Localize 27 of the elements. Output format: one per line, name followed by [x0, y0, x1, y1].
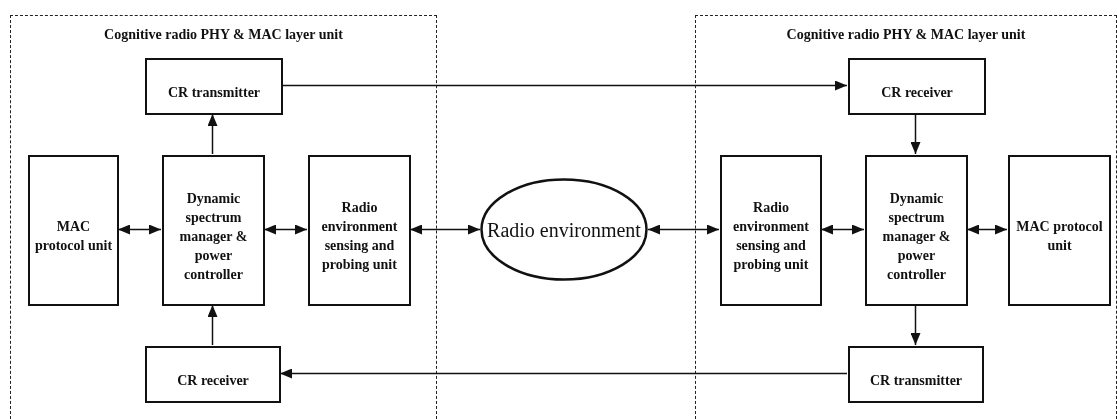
arrow [409, 224, 481, 235]
process-box: CR transmitter [145, 58, 283, 115]
process-box: Radio environment sensing and probing unit [720, 155, 822, 306]
arrow [820, 224, 865, 235]
process-box: CR transmitter [848, 346, 984, 403]
arrow [207, 304, 218, 346]
process-box: Radio environment sensing and probing unit [308, 155, 411, 306]
node-label: Radio environment [487, 217, 641, 242]
arrow [279, 368, 848, 379]
process-box: MAC protocol unit [28, 155, 119, 306]
arrow [207, 113, 218, 155]
dashed-group-frame [695, 15, 1117, 419]
process-box: Dynamic spectrum manager & power controller [162, 155, 265, 306]
group-title: Cognitive radio PHY & MAC layer unit [104, 27, 343, 43]
arrow [263, 224, 308, 235]
arrow [647, 224, 720, 235]
arrow [910, 304, 921, 346]
process-box: MAC protocol unit [1008, 155, 1111, 306]
arrow [910, 113, 921, 155]
arrow [281, 80, 848, 91]
process-box: CR receiver [145, 346, 281, 403]
dashed-group-frame [10, 15, 437, 419]
process-box: CR receiver [848, 58, 986, 115]
group-title: Cognitive radio PHY & MAC layer unit [786, 27, 1026, 43]
arrow [966, 224, 1008, 235]
process-box: Dynamic spectrum manager & power controller [865, 155, 968, 306]
arrow [117, 224, 162, 235]
